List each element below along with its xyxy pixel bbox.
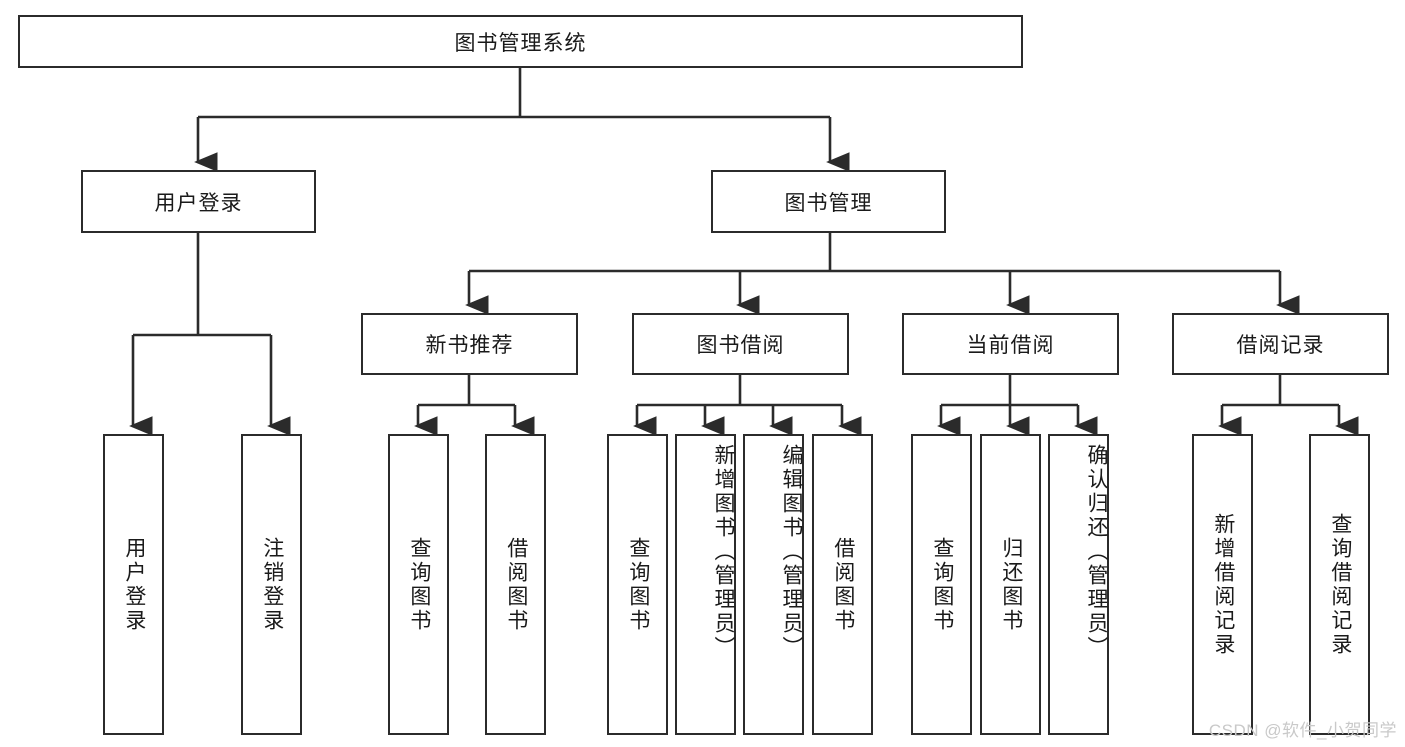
node-label: 用户登录 — [154, 191, 243, 215]
node-root-book-management-system[interactable]: 图书管理系统 — [18, 15, 1023, 68]
node-leaf-add-record[interactable]: 新增借阅记录 — [1192, 434, 1253, 735]
node-leaf-query-book-1[interactable]: 查询图书 — [388, 434, 449, 735]
node-leaf-query-book-2[interactable]: 查询图书 — [607, 434, 668, 735]
node-leaf-borrow-book-1[interactable]: 借阅图书 — [485, 434, 546, 735]
node-label: 新增借阅记录 — [1211, 512, 1235, 657]
node-label: 借阅图书 — [504, 536, 528, 633]
node-label: 图书管理 — [784, 191, 873, 215]
node-leaf-return-book[interactable]: 归还图书 — [980, 434, 1041, 735]
node-label: 归还图书 — [999, 536, 1023, 633]
node-label: 新书推荐 — [425, 334, 514, 357]
node-label: 图书管理系统 — [454, 31, 587, 55]
node-new-book-recommend[interactable]: 新书推荐 — [361, 313, 578, 375]
node-label: 借阅图书 — [831, 536, 855, 633]
node-leaf-query-record[interactable]: 查询借阅记录 — [1309, 434, 1370, 735]
node-borrow-record[interactable]: 借阅记录 — [1172, 313, 1389, 375]
node-leaf-edit-book[interactable]: 编辑图书（管理员） — [743, 434, 804, 735]
node-label: 查询图书 — [626, 536, 650, 633]
node-leaf-user-logout[interactable]: 注销登录 — [241, 434, 302, 735]
node-label: 图书借阅 — [696, 334, 785, 357]
node-label: 编辑图书（管理员） — [780, 444, 803, 660]
node-label: 借阅记录 — [1236, 334, 1325, 357]
csdn-watermark: CSDN @软件_小贺同学 — [1208, 721, 1397, 740]
node-leaf-confirm-return[interactable]: 确认归还（管理员） — [1048, 434, 1109, 735]
node-label: 确认归还（管理员） — [1085, 444, 1108, 660]
node-leaf-query-book-3[interactable]: 查询图书 — [911, 434, 972, 735]
node-label: 查询借阅记录 — [1328, 512, 1352, 657]
node-leaf-add-book[interactable]: 新增图书（管理员） — [675, 434, 736, 735]
node-book-manage[interactable]: 图书管理 — [711, 170, 946, 233]
node-label: 新增图书（管理员） — [712, 444, 735, 660]
node-label: 用户登录 — [122, 536, 146, 633]
node-label: 注销登录 — [260, 536, 284, 633]
node-leaf-user-login[interactable]: 用户登录 — [103, 434, 164, 735]
node-label: 查询图书 — [930, 536, 954, 633]
node-book-borrow[interactable]: 图书借阅 — [632, 313, 849, 375]
node-label: 当前借阅 — [966, 334, 1055, 357]
node-user-login[interactable]: 用户登录 — [81, 170, 316, 233]
node-label: 查询图书 — [407, 536, 431, 633]
node-leaf-borrow-book-2[interactable]: 借阅图书 — [812, 434, 873, 735]
node-current-borrow[interactable]: 当前借阅 — [902, 313, 1119, 375]
